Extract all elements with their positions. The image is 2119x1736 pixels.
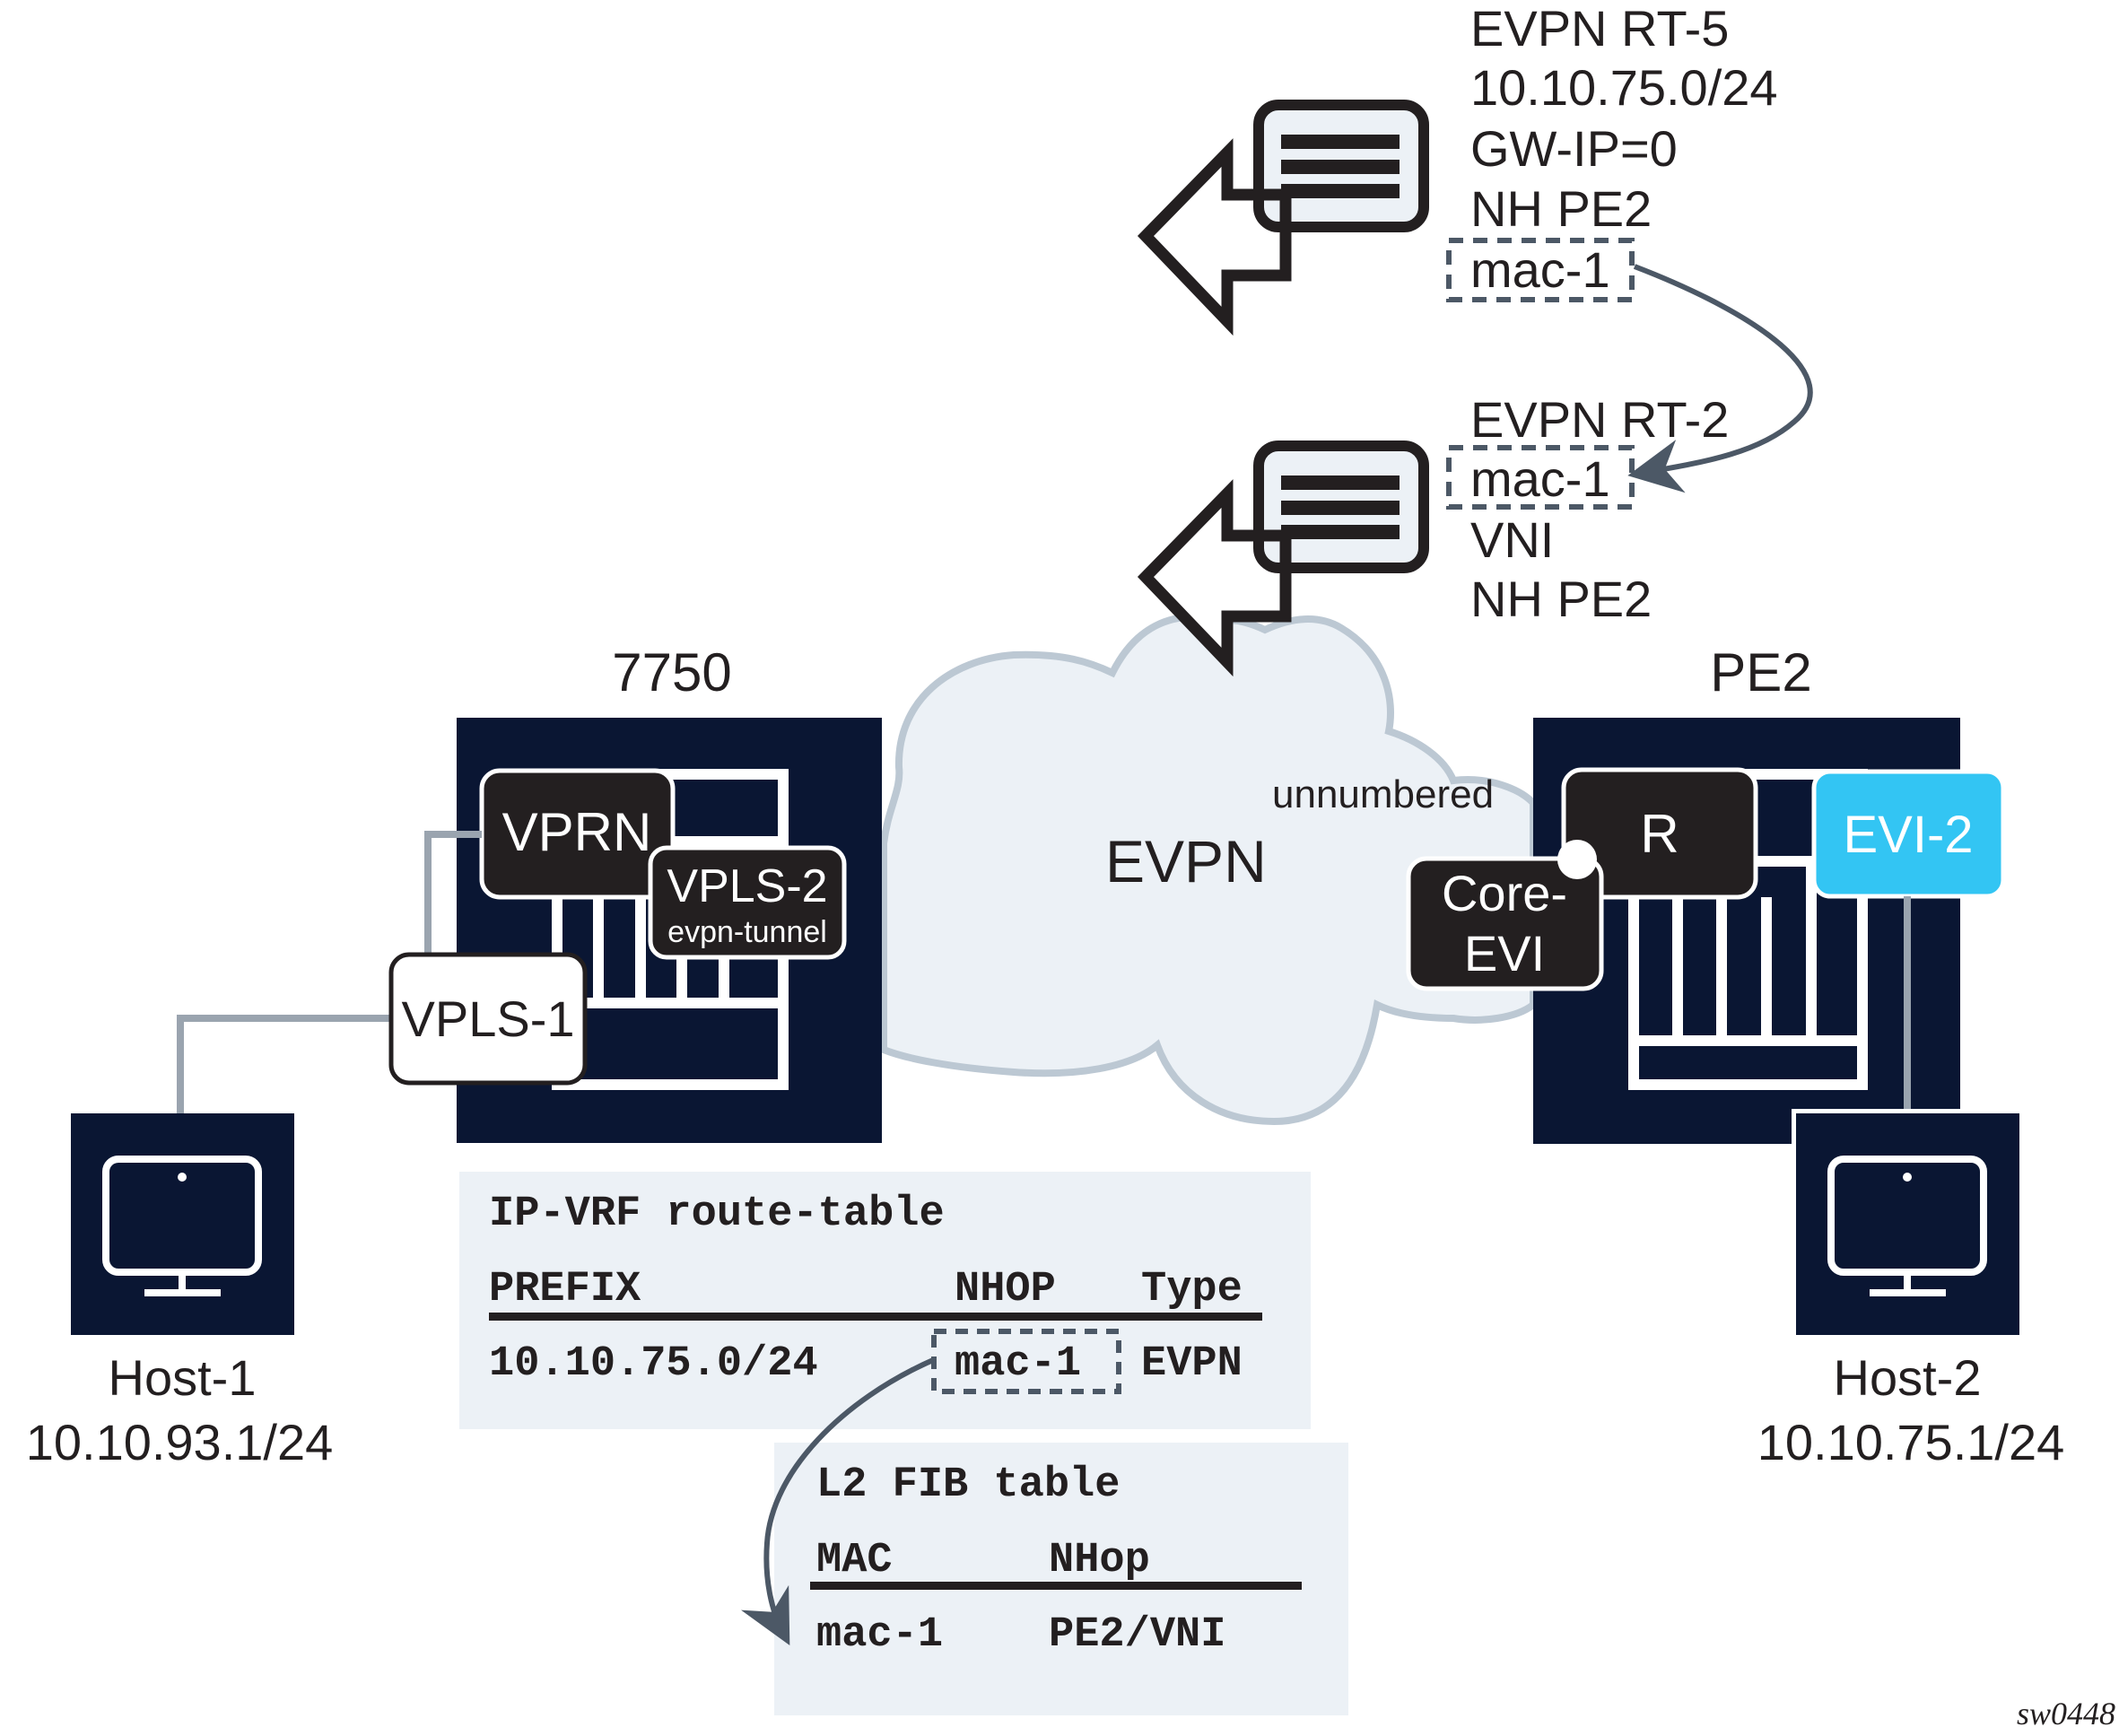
rt2-route-info: EVPN RT-2 mac-1 VNI NH PE2 [1446, 391, 1729, 627]
host-1-ip: 10.10.93.1/24 [26, 1414, 334, 1470]
vpls-2-sublabel: evpn-tunnel [667, 915, 827, 949]
ip-vrf-cell-type: EVPN [1141, 1340, 1243, 1388]
l2-fib-header-rule [810, 1582, 1302, 1590]
l2-fib-col-nhop: NHop [1049, 1537, 1150, 1584]
ip-vrf-col-type: Type [1141, 1266, 1243, 1313]
left-arrow-icon [1137, 138, 1292, 336]
host-1[interactable]: Host-1 10.10.93.1/24 [26, 1113, 334, 1470]
r-service[interactable]: R [1561, 767, 1758, 900]
core-evi-service[interactable]: Core- EVI [1406, 856, 1604, 991]
monitor-camera-dot [1903, 1173, 1912, 1182]
rt5-mac: mac-1 [1470, 241, 1610, 298]
l2-fib-table-bg [774, 1443, 1348, 1715]
l2-fib-table: L2 FIB table MAC NHop mac-1 PE2/VNI [770, 1438, 1352, 1719]
nhop-resolution-arrow [740, 1357, 935, 1645]
core-evi-label-line2: EVI [1464, 925, 1545, 981]
ip-vrf-route-table: IP-VRF route-table PREFIX NHOP Type 10.1… [459, 1172, 1311, 1429]
evi-2-service[interactable]: EVI-2 [1811, 769, 2006, 899]
rt5-line: NH PE2 [1470, 180, 1652, 237]
ip-vrf-nhop-highlight-box [931, 1329, 1121, 1394]
host-2[interactable]: Host-2 10.10.75.1/24 [1757, 1109, 2065, 1470]
l2-fib-table-title: L2 FIB table [816, 1461, 1120, 1509]
vpls-2-label: VPLS-2 [667, 860, 827, 912]
doc-line [1281, 525, 1400, 539]
doc-line [1281, 501, 1400, 515]
router-7750-label: 7750 [612, 642, 731, 702]
rt5-line: EVPN RT-5 [1470, 0, 1729, 57]
l2-fib-cell-mac: mac-1 [816, 1611, 943, 1659]
evpn-cloud: EVPN unnumbered [880, 613, 1537, 1126]
mac-link-arrow [1627, 264, 1813, 493]
vpls-1-label: VPLS-1 [402, 990, 575, 1047]
cloud-shape [880, 613, 1537, 1126]
arrow-overlap [1259, 188, 1292, 227]
table-row: 10.10.75.0/24 mac-1 EVPN [489, 1329, 1243, 1394]
unnumbered-interface-dot [1557, 840, 1597, 879]
r-label: R [1640, 804, 1679, 864]
table-row: mac-1 PE2/VNI [816, 1611, 1225, 1659]
ip-vrf-col-nhop: NHOP [955, 1266, 1056, 1313]
l2-fib-col-mac: MAC [816, 1537, 893, 1584]
vprn-service[interactable]: VPRN [479, 768, 676, 900]
left-arrow-icon [1137, 479, 1292, 677]
arrow-overlap [1259, 529, 1292, 568]
link-host1-vpls1 [177, 1015, 392, 1113]
doc-line [1281, 475, 1400, 490]
monitor-icon [1827, 1156, 1987, 1296]
route-message-icon-rt5 [1137, 100, 1429, 336]
route-message-icon-rt2 [1137, 441, 1429, 677]
figure-id: sw0448 [2017, 1696, 2115, 1732]
host-2-name: Host-2 [1834, 1349, 1982, 1406]
link-vprn-vpls1 [424, 831, 482, 955]
router-pe2-label: PE2 [1710, 642, 1811, 702]
vpls-2-service[interactable]: VPLS-2 evpn-tunnel [648, 845, 847, 960]
rt2-line: VNI [1470, 511, 1554, 568]
monitor-icon [102, 1156, 262, 1296]
host-2-ip: 10.10.75.1/24 [1757, 1414, 2065, 1470]
vprn-label: VPRN [502, 802, 652, 862]
core-evi-label-line1: Core- [1442, 865, 1567, 921]
doc-line [1281, 160, 1400, 174]
rt5-line: 10.10.75.0/24 [1470, 59, 1778, 116]
cloud-label: EVPN [1105, 828, 1267, 894]
unnumbered-label: unnumbered [1272, 772, 1494, 816]
ip-vrf-cell-nhop: mac-1 [955, 1340, 1081, 1388]
monitor-camera-dot [178, 1173, 187, 1182]
rt5-route-info: EVPN RT-5 10.10.75.0/24 GW-IP=0 NH PE2 m… [1446, 0, 1778, 302]
doc-line [1281, 135, 1400, 149]
host-1-name: Host-1 [109, 1349, 257, 1406]
ip-vrf-col-prefix: PREFIX [489, 1266, 641, 1313]
ip-vrf-table-title: IP-VRF route-table [489, 1191, 945, 1238]
rt5-line: GW-IP=0 [1470, 120, 1678, 177]
router-pe2[interactable]: R EVI-2 [1533, 718, 2006, 1144]
doc-line [1281, 184, 1400, 198]
vpls-1-service[interactable]: VPLS-1 [388, 952, 588, 1086]
ip-vrf-header-rule [489, 1313, 1262, 1321]
rt2-title: EVPN RT-2 [1470, 391, 1729, 448]
evi-2-label: EVI-2 [1843, 806, 1973, 864]
ip-vrf-cell-prefix: 10.10.75.0/24 [489, 1340, 818, 1388]
l2-fib-cell-nhop: PE2/VNI [1049, 1611, 1225, 1659]
rt2-line: NH PE2 [1470, 571, 1652, 627]
rt2-mac: mac-1 [1470, 450, 1610, 507]
